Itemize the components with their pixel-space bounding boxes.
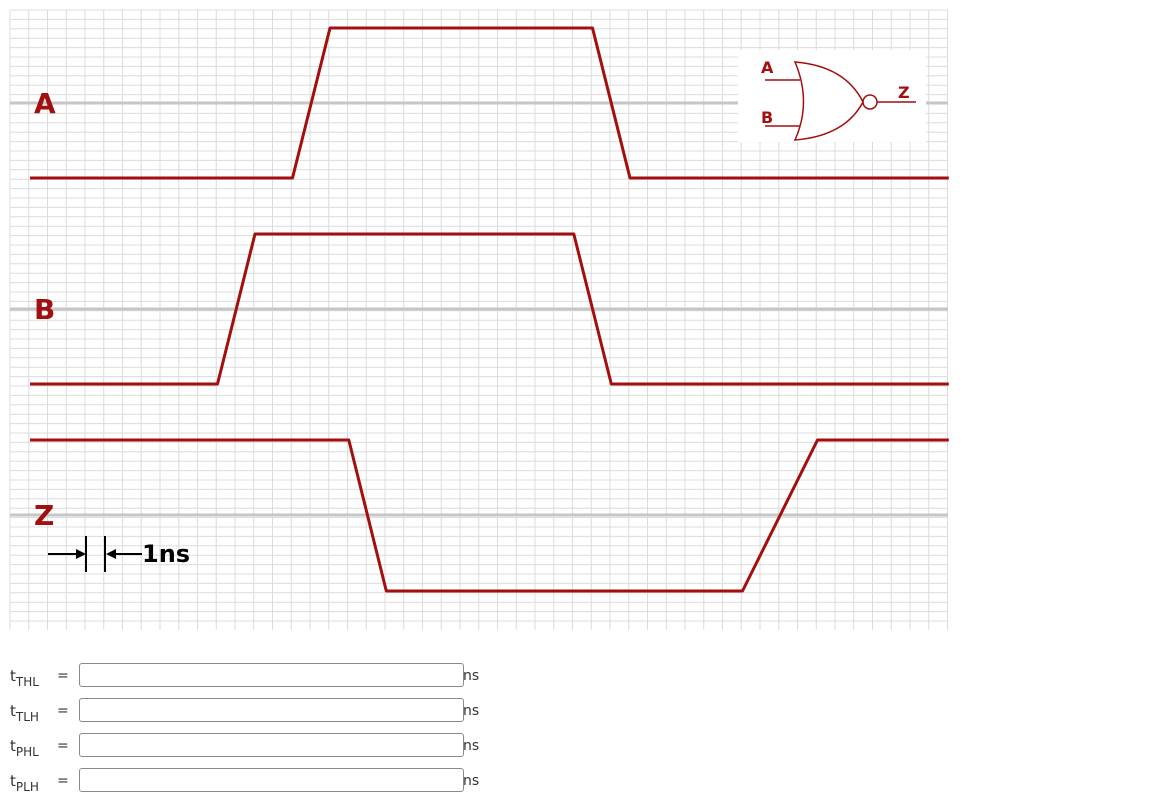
equals-sign: = bbox=[57, 668, 69, 684]
field-row-phl: tPHL = ns bbox=[10, 731, 510, 761]
unit-label: ns bbox=[463, 668, 480, 684]
phl-input[interactable] bbox=[79, 733, 464, 757]
nor-gate-symbol: A B Z bbox=[738, 50, 926, 142]
waveform-a bbox=[30, 26, 949, 180]
signal-label-z: Z bbox=[34, 499, 54, 532]
equals-sign: = bbox=[57, 773, 69, 789]
gate-input-a-label: A bbox=[761, 58, 774, 77]
unit-label: ns bbox=[463, 738, 480, 754]
waveforms bbox=[30, 26, 949, 593]
field-row-tlh: tTLH = ns bbox=[10, 696, 510, 726]
timing-diagram: A B Z 1ns A B Z bbox=[9, 9, 949, 630]
signal-label-a: A bbox=[34, 87, 56, 120]
waveform-z bbox=[30, 438, 949, 593]
gate-input-b-label: B bbox=[761, 108, 773, 127]
unit-label: ns bbox=[463, 773, 480, 789]
equals-sign: = bbox=[57, 738, 69, 754]
unit-label: ns bbox=[463, 703, 480, 719]
field-label: tTHL bbox=[10, 667, 39, 689]
gate-output-z-label: Z bbox=[898, 83, 910, 102]
inverter-bubble bbox=[862, 94, 878, 110]
tlh-input[interactable] bbox=[79, 698, 464, 722]
signal-label-b: B bbox=[34, 293, 55, 326]
scale-marker: 1ns bbox=[48, 536, 190, 572]
scale-label: 1ns bbox=[142, 540, 190, 568]
field-label: tPLH bbox=[10, 772, 39, 794]
plh-input[interactable] bbox=[79, 768, 464, 792]
field-label: tTLH bbox=[10, 702, 39, 724]
waveform-b bbox=[30, 232, 949, 386]
thl-input[interactable] bbox=[79, 663, 464, 687]
field-label: tPHL bbox=[10, 737, 39, 759]
field-row-thl: tTHL = ns bbox=[10, 661, 510, 691]
field-row-plh: tPLH = ns bbox=[10, 766, 510, 796]
signal-labels: A B Z bbox=[34, 87, 56, 532]
equals-sign: = bbox=[57, 703, 69, 719]
